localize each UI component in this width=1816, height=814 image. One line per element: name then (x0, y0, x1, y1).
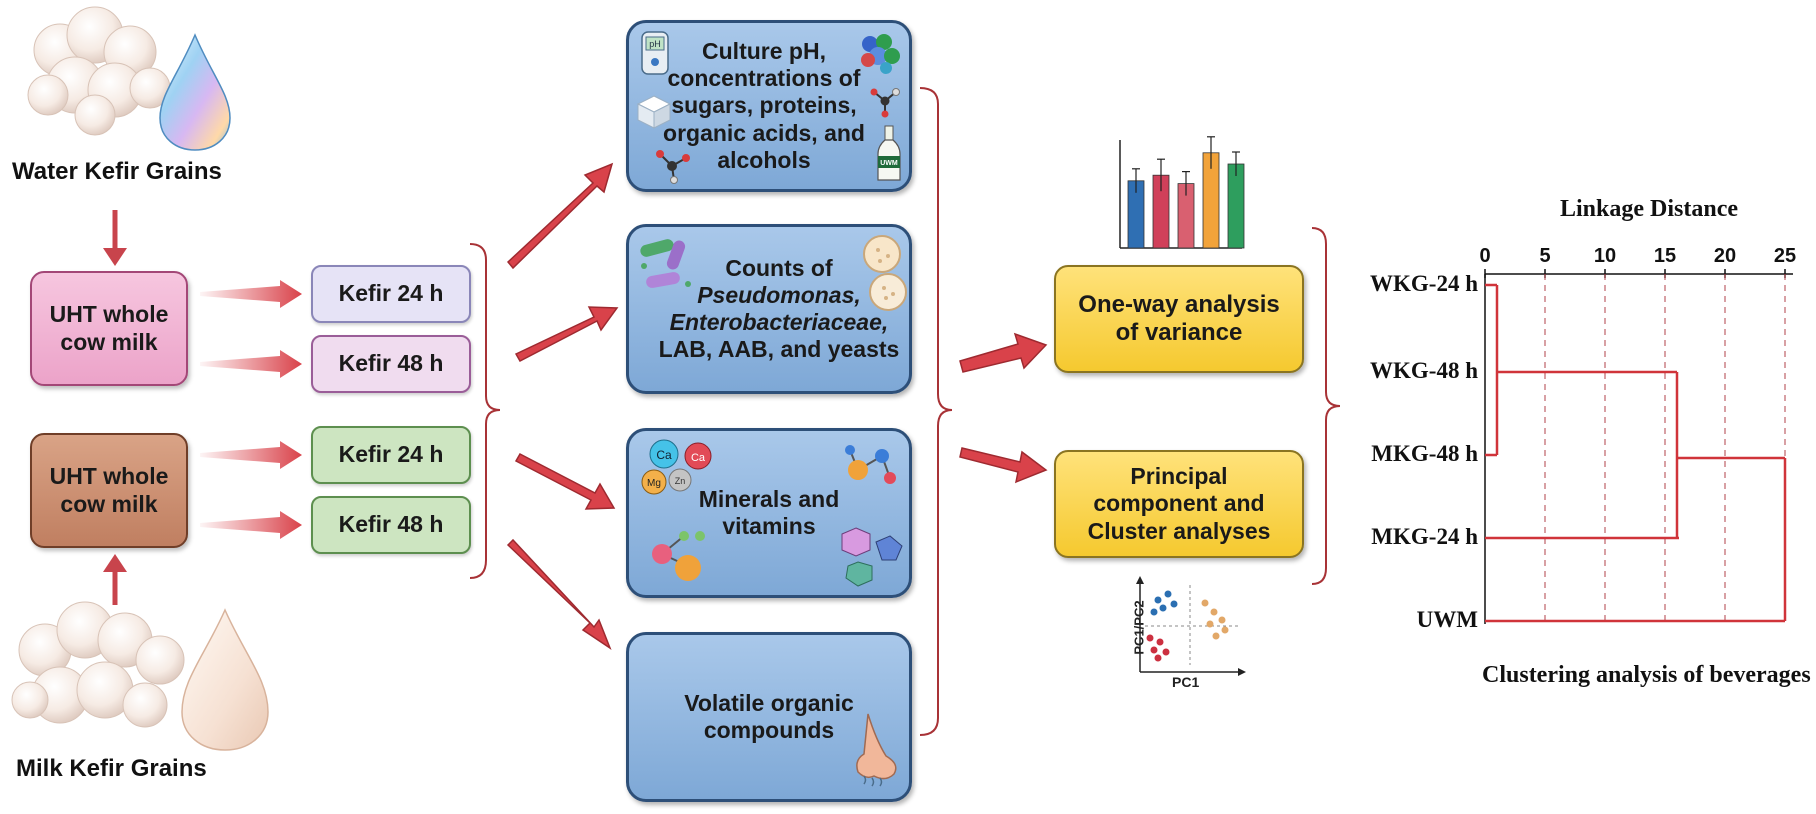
mineral-ions-icon: Ca Ca Mg Zn (641, 439, 712, 495)
dendrogram-tick-label: 15 (1654, 245, 1676, 267)
stats-arrows (959, 332, 1048, 484)
dendrogram-tick-label: 10 (1594, 245, 1616, 267)
milk-kefir-grains-icon (11, 601, 185, 728)
ph-meter-icon: pH (641, 31, 669, 75)
culture-line: Culture pH, (702, 38, 826, 65)
culture-line: sugars, proteins, (671, 92, 857, 119)
pca-axis-x-label: PC1 (1172, 674, 1200, 690)
milk-line-1: UHT whole (49, 301, 169, 328)
anova-bar-chart (1119, 136, 1245, 249)
dendrogram-sample-label: MKG-24 h (1371, 524, 1478, 549)
water-kefir-grains-icon (27, 6, 171, 136)
sugar-cube-icon (636, 95, 672, 129)
bar (1227, 163, 1245, 249)
counts-line: Counts of (725, 254, 833, 281)
dendrogram: 0 5 10 15 20 25 (1479, 245, 1796, 624)
dendrogram-tick-label: 25 (1774, 245, 1796, 267)
water-kefir-grains-label: Water Kefir Grains (12, 158, 222, 185)
culture-line: organic acids, and (663, 119, 865, 146)
milk-drop-icon (181, 608, 269, 751)
minerals-line: Minerals and (698, 485, 840, 512)
anova-line: One-way analysis (1078, 290, 1280, 318)
svg-text:Ca: Ca (691, 452, 706, 464)
alcohol-molecule-icon (870, 88, 900, 118)
pca-line: Cluster analyses (1087, 517, 1271, 544)
svg-text:pH: pH (649, 39, 661, 49)
dendrogram-tick-label: 20 (1714, 245, 1736, 267)
stats-bracket (1311, 227, 1341, 585)
nose-icon (856, 713, 897, 787)
svg-text:Zn: Zn (675, 476, 686, 486)
yeast-colonies-icon (863, 235, 907, 311)
pca-line: component and (1093, 490, 1265, 517)
milk-line-2: cow milk (60, 490, 158, 517)
dendrogram-tick-label: 0 (1479, 245, 1490, 267)
grain-arrows (103, 210, 127, 605)
minerals-line: vitamins (722, 513, 816, 539)
svg-text:Mg: Mg (647, 478, 661, 489)
dendrogram-sample-label: WKG-48 h (1370, 358, 1478, 383)
dendrogram-sample-label: UWM (1416, 607, 1478, 632)
volatile-line: compounds (703, 717, 835, 743)
volatile-line: Volatile organic (684, 689, 854, 716)
kefir-water-48h: Kefir 48 h (311, 335, 471, 393)
bacteria-icon (640, 239, 691, 288)
kefir-milk-24h: Kefir 24 h (311, 426, 471, 484)
pca-cluster-box: Principal component and Cluster analyses (1054, 450, 1304, 558)
analysis-bracket (919, 87, 953, 736)
analysis-arrows (506, 162, 619, 650)
kefir-brackets (469, 243, 501, 579)
milk-line-1: UHT whole (49, 463, 169, 490)
organic-acid-molecule-icon (656, 150, 690, 184)
dendrogram-sample-label: WKG-24 h (1370, 271, 1478, 296)
pca-axis-y-label: PC1/PC2 (1131, 600, 1147, 655)
milk-kefir-grains-label: Milk Kefir Grains (16, 755, 207, 782)
vitamin-structure-icon (652, 531, 705, 581)
counts-line: Enterobacteriaceae, (669, 309, 889, 335)
svg-text:Ca: Ca (656, 448, 672, 462)
milk-line-2: cow milk (60, 328, 158, 355)
water-drop-icon (159, 33, 231, 151)
dendrogram-sample-label: MKG-48 h (1371, 441, 1478, 466)
dendrogram-tick-label: 5 (1539, 245, 1550, 267)
milk-to-kefir-arrows (200, 280, 302, 539)
culture-line: alcohols (717, 146, 811, 173)
anova-line: of variance (1115, 319, 1243, 346)
vitamin-molecule-icon (845, 445, 896, 484)
pca-line: Principal (1130, 463, 1228, 490)
dendrogram-caption: Clustering analysis of beverages (1482, 662, 1811, 688)
dendrogram-title: Linkage Distance (1560, 196, 1739, 222)
svg-text:UWM: UWM (880, 160, 898, 167)
protein-molecule-icon (861, 34, 900, 74)
kefir-milk-48h: Kefir 48 h (311, 496, 471, 554)
counts-line: LAB, AAB, and yeasts (658, 336, 900, 363)
counts-line: Pseudomonas, (697, 281, 861, 308)
bottle-icon: UWM (877, 125, 901, 181)
pca-scatter-icon (1136, 576, 1246, 676)
culture-line: concentrations of (667, 65, 861, 92)
kefir-water-24h: Kefir 24 h (311, 265, 471, 323)
ring-compound-icon (841, 527, 903, 587)
anova-box: One-way analysis of variance (1054, 265, 1304, 373)
